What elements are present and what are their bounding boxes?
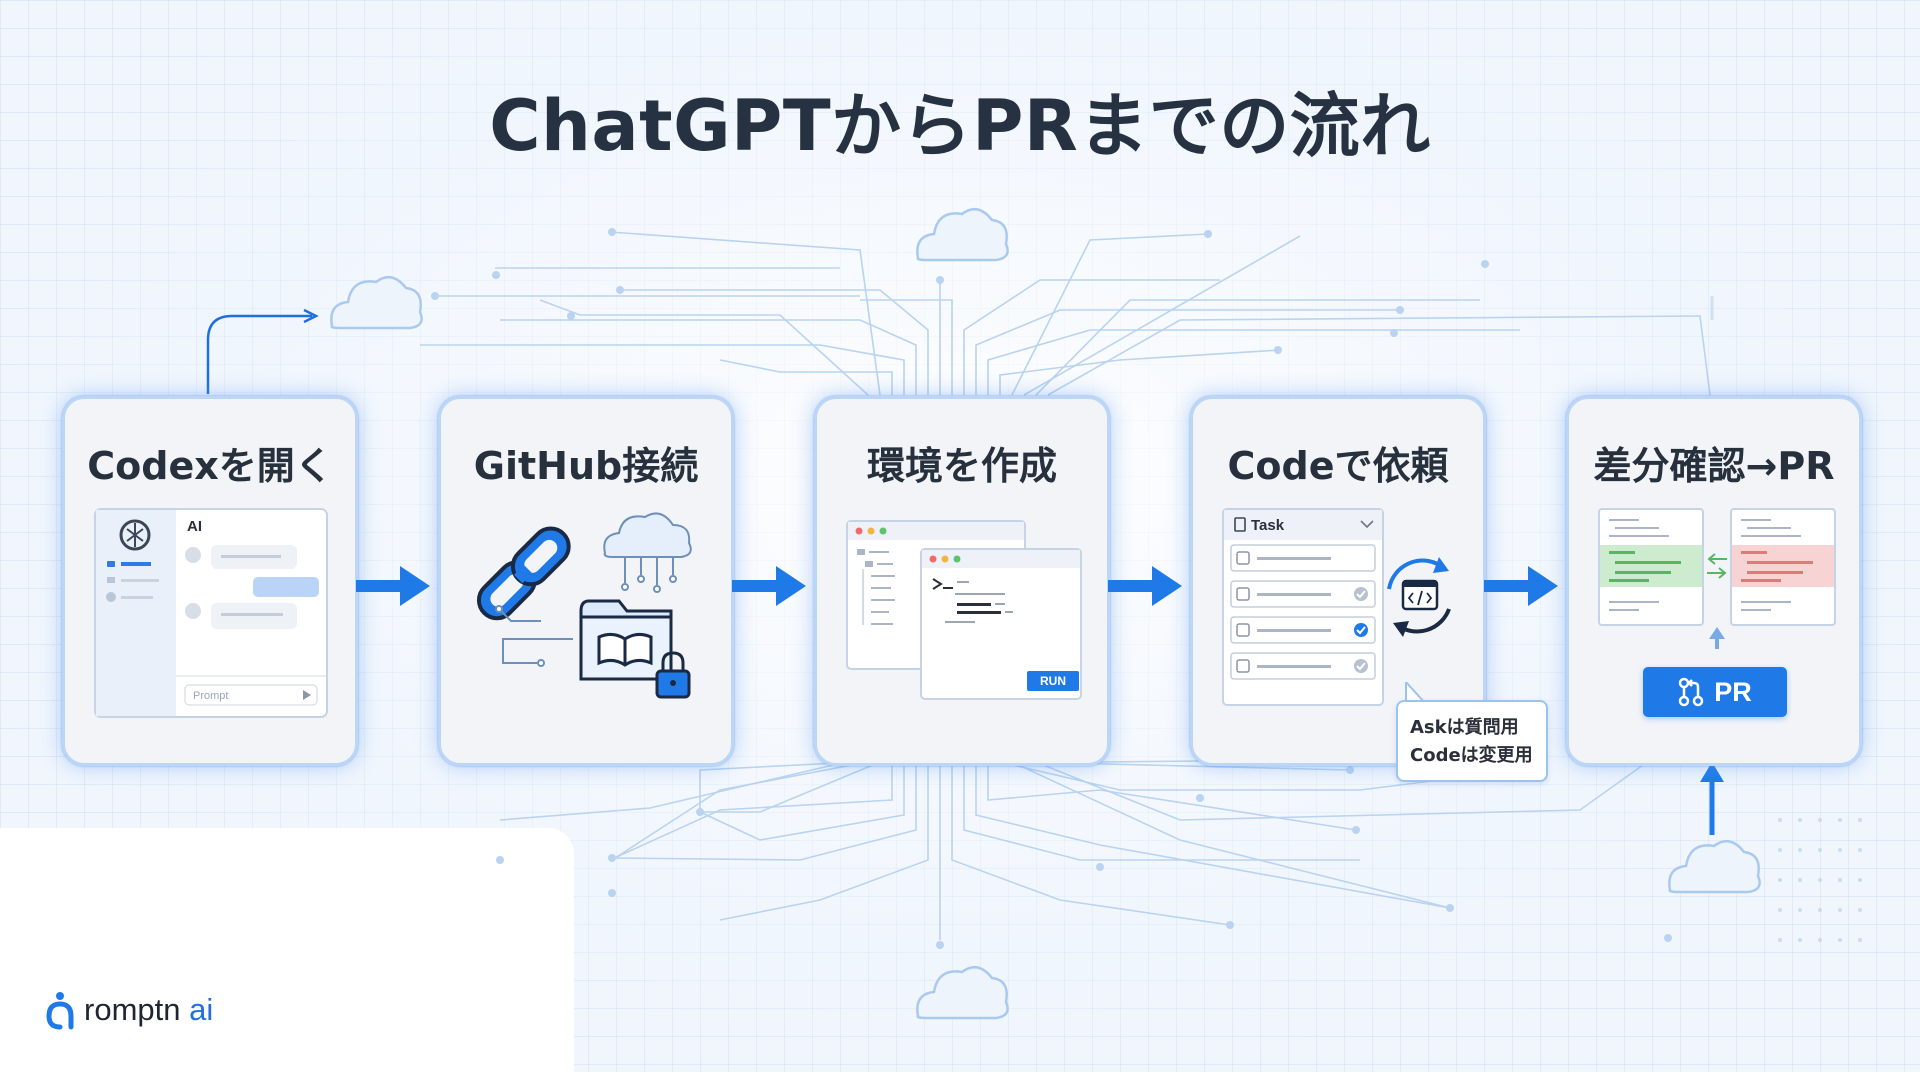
step-card-request-code: Codeで依頼 Task — [1190, 396, 1486, 766]
flow-arrow-icon — [356, 566, 430, 606]
flow-arrow-icon — [1484, 566, 1558, 606]
flow-arrow-icon — [1108, 566, 1182, 606]
step-title: Codexを開く — [87, 444, 333, 488]
corner-panel — [0, 828, 574, 1072]
step-card-environment: 環境を作成 RUN — [814, 396, 1110, 766]
tooltip-line-ask: Askは質問用 — [1410, 717, 1519, 738]
pr-button-label: PR — [1714, 676, 1752, 707]
logo-suffix: ai — [189, 992, 214, 1027]
step-title: 差分確認→PR — [1593, 444, 1835, 488]
step-card-open-codex: Codexを開く AI Prompt — [62, 396, 358, 766]
page-title: ChatGPTからPRまでの流れ — [489, 85, 1431, 167]
step-card-github: GitHub接続 — [438, 396, 734, 766]
prompt-placeholder: Prompt — [193, 690, 228, 702]
chat-window-icon: AI Prompt — [94, 508, 328, 718]
cloud-icon — [916, 965, 1009, 1020]
romptn-logo: romptn ai — [44, 990, 213, 1030]
cloud-icon — [1668, 839, 1761, 894]
step-title: Codeで依頼 — [1227, 444, 1449, 488]
flow-arrow-icon — [732, 566, 806, 606]
task-list-icon: Task — [1222, 508, 1451, 706]
diff-compare-icon — [1598, 508, 1836, 649]
run-button-label: RUN — [1040, 674, 1066, 688]
step-card-diff-pr: 差分確認→PR PR — [1566, 396, 1862, 766]
link-cloud-repo-icon — [476, 512, 692, 699]
logo-text: romptn ai — [84, 992, 213, 1028]
chat-ai-label: AI — [187, 518, 202, 535]
romptn-logo-icon — [46, 992, 74, 1030]
terminal-window-icon: RUN — [846, 520, 1082, 700]
pull-request-icon — [1678, 677, 1704, 707]
tooltip-line-code: Codeは変更用 — [1410, 745, 1533, 766]
task-label: Task — [1251, 517, 1285, 534]
create-pr-button[interactable]: PR — [1643, 667, 1787, 717]
step-title: 環境を作成 — [866, 444, 1057, 488]
cloud-icon — [330, 275, 423, 330]
step-title: GitHub接続 — [473, 444, 699, 488]
logo-brand: romptn — [84, 992, 181, 1027]
cloud-icon — [916, 207, 1009, 262]
ask-code-tooltip: Askは質問用 Codeは変更用 — [1396, 700, 1548, 782]
